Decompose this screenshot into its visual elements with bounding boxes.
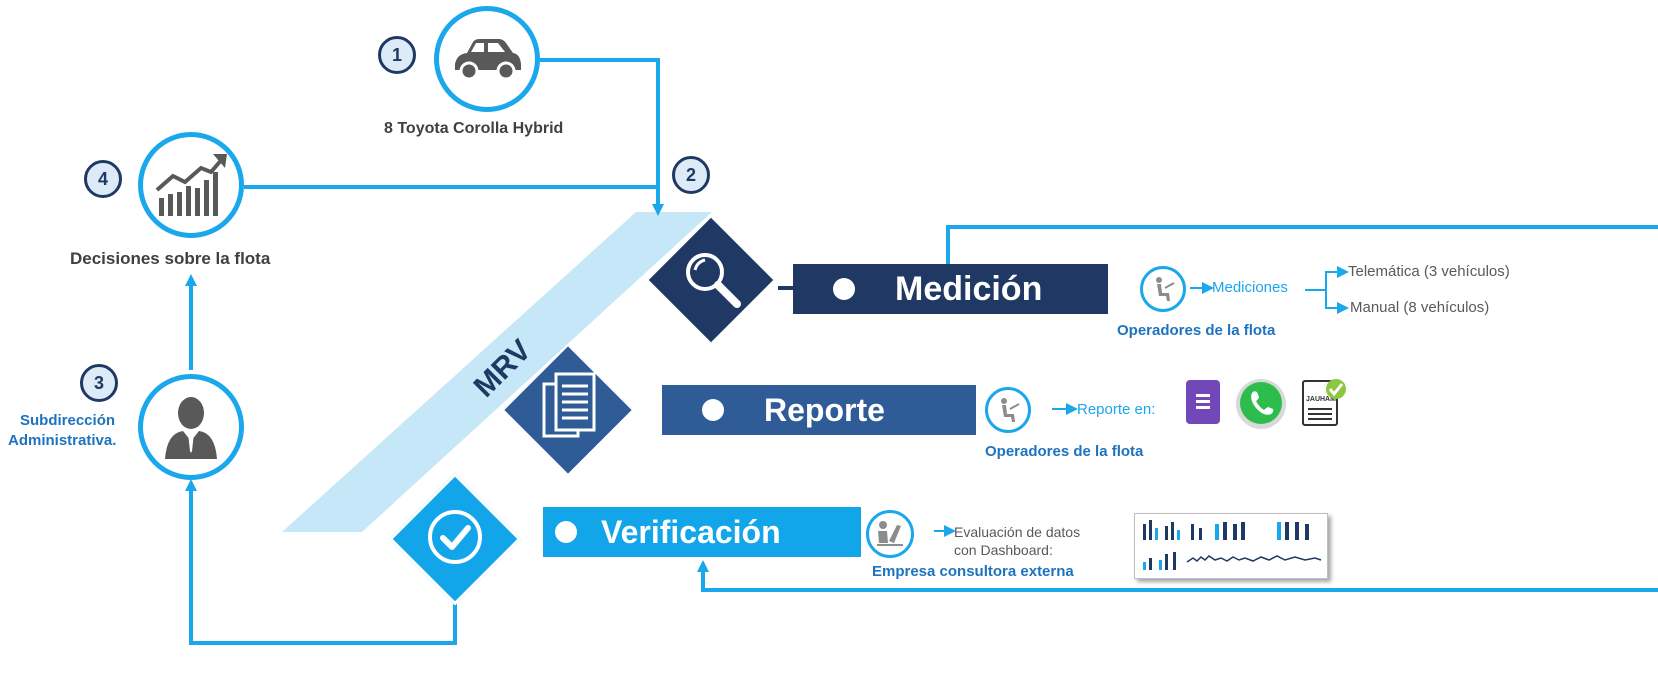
step1-badge: 1 — [378, 36, 416, 74]
check-badge-icon — [1326, 379, 1346, 399]
bullet-dot — [702, 399, 724, 421]
medicion-diamond — [648, 217, 774, 343]
step1-label: 8 Toyota Corolla Hybrid — [384, 120, 564, 137]
reporte-operator-label: Operadores de la flota — [985, 443, 1144, 460]
consultora-label: Empresa consultora externa — [872, 563, 1074, 580]
telematica-label: Telemática (3 vehículos) — [1348, 263, 1510, 280]
verificacion-title: Verificación — [601, 513, 781, 550]
reporte-title: Reporte — [764, 391, 885, 428]
step3-circle — [138, 374, 244, 480]
dashboard-chart-icon — [1143, 520, 1322, 570]
mrv-band — [282, 212, 712, 532]
step2-badge: 2 — [672, 156, 710, 194]
line-medicion-loop — [946, 225, 1658, 265]
person-icon — [165, 397, 217, 459]
reporte-diamond — [504, 346, 632, 474]
line-verif-to-step3 — [185, 479, 457, 645]
forms-icon — [1186, 380, 1220, 424]
eval-line2: con Dashboard: — [954, 542, 1053, 558]
doc-logo-text: JAUHAM — [1306, 396, 1336, 403]
step4-label: Decisiones sobre la flota — [70, 249, 271, 268]
operator-icon-medicion — [1140, 266, 1186, 312]
eval-line1: Evaluación de datos — [954, 524, 1081, 540]
whatsapp-icon — [1236, 379, 1286, 429]
bullet-dot — [833, 278, 855, 300]
consultant-icon — [866, 510, 914, 558]
dashboard-thumbnail — [1134, 513, 1328, 579]
step3-badge: 3 — [80, 364, 118, 402]
person-laptop-icon — [877, 521, 903, 546]
line-loop-to-verificacion — [697, 560, 1658, 592]
step4-badge: 4 — [84, 160, 122, 198]
seated-person-icon — [1156, 277, 1175, 301]
doc-icon: JAUHAM — [1302, 380, 1338, 426]
checkmark-icon — [428, 510, 482, 564]
reporte-band: Reporte — [662, 385, 976, 435]
step1-circle — [434, 6, 540, 112]
car-icon — [455, 39, 521, 81]
manual-label: Manual (8 vehículos) — [1350, 299, 1490, 316]
medicion-title: Medición — [895, 269, 1043, 308]
medicion-band: Medición — [793, 264, 1108, 314]
seated-person-icon — [1001, 398, 1020, 422]
step3-label-line1: Subdirección — [20, 412, 116, 429]
reporte-en-label: Reporte en: — [1077, 401, 1156, 418]
magnifier-icon — [686, 253, 741, 308]
verificacion-diamond — [378, 472, 532, 606]
bullet-dot — [555, 521, 577, 543]
mediciones-label: Mediciones — [1212, 279, 1288, 296]
operator-icon-reporte — [985, 387, 1031, 433]
growth-chart-icon — [155, 154, 227, 216]
step3-label-line2: Administrativa. — [8, 432, 117, 449]
line-step1-to-mrv — [540, 58, 664, 216]
verificacion-band: Verificación — [543, 507, 861, 557]
documents-icon — [542, 372, 596, 438]
medicion-operator-label: Operadores de la flota — [1117, 322, 1276, 339]
step4-circle — [138, 132, 244, 238]
